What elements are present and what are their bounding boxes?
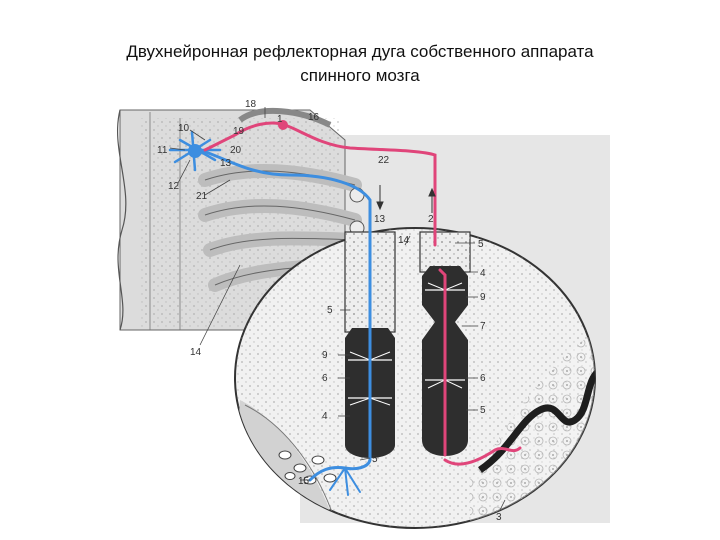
label-21: 21 [196,191,208,202]
slide-title: Двухнейронная рефлекторная дуга собствен… [0,40,720,88]
title-line-1: Двухнейронная рефлекторная дуга собствен… [126,42,594,61]
label-15: 15 [298,476,310,487]
afferent-neuron [203,121,522,466]
label-22: 22 [378,155,390,166]
figure-labels: 18 1 16 10 19 11 20 13 12 22 21 13 2 14 … [157,99,502,523]
label-11: 11 [157,145,168,156]
label-4-right: 4 [480,268,486,279]
label-5-top-right: 5 [478,239,484,250]
label-9-right: 9 [480,292,486,303]
label-16: 16 [308,112,320,123]
label-10: 10 [178,123,190,134]
label-20: 20 [230,145,242,156]
label-5-left: 5 [327,305,333,316]
label-6-right: 6 [480,373,486,384]
label-6-left: 6 [322,373,328,384]
label-13-top: 13 [220,158,232,169]
label-7: 7 [480,321,486,332]
label-5-right: 5 [480,405,486,416]
label-18: 18 [245,99,257,110]
label-2: 2 [428,214,434,225]
label-13-root: 13 [374,214,386,225]
title-line-2: спинного мозга [300,66,420,85]
label-12: 12 [168,181,180,192]
sensory-neuron-body [278,120,288,130]
capillaries [278,450,337,485]
label-14-bottom: 14 [190,347,202,358]
motor-neuron-body [188,144,202,158]
label-4-left: 4 [322,411,328,422]
label-3: 3 [496,512,502,523]
label-9-left: 9 [322,350,328,361]
label-5-bottom: 5 [372,454,378,465]
label-1: 1 [277,114,283,125]
label-14-center: 14 [398,235,410,246]
direction-arrows [376,185,436,213]
leader-lines [169,107,506,511]
label-19: 19 [233,126,245,137]
